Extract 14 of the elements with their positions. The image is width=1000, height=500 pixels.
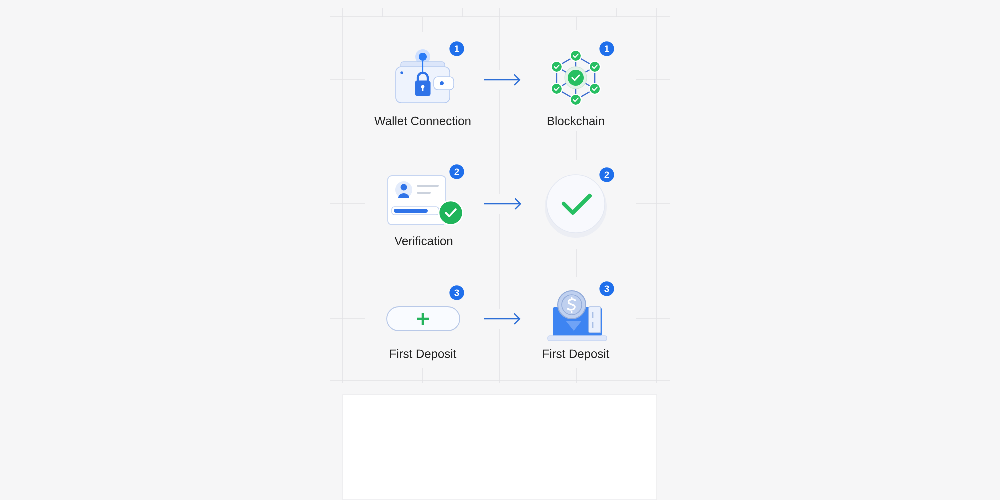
number-badge: 3 (450, 286, 464, 300)
arrow (484, 74, 521, 86)
node-label: First Deposit (543, 349, 610, 361)
number-badge: 3 (600, 282, 614, 296)
node-label: Blockchain (548, 116, 604, 126)
arrow (484, 198, 522, 210)
number-badge: 1 (600, 42, 614, 56)
number-badge: 2 (600, 168, 614, 182)
node-label: Wallet Connection (374, 116, 471, 126)
number-badge: 1 (450, 42, 464, 56)
arrow (484, 313, 521, 325)
node-label: Verification (394, 236, 453, 246)
node-label: First Deposit (390, 349, 457, 361)
number-badge: 2 (450, 164, 464, 180)
